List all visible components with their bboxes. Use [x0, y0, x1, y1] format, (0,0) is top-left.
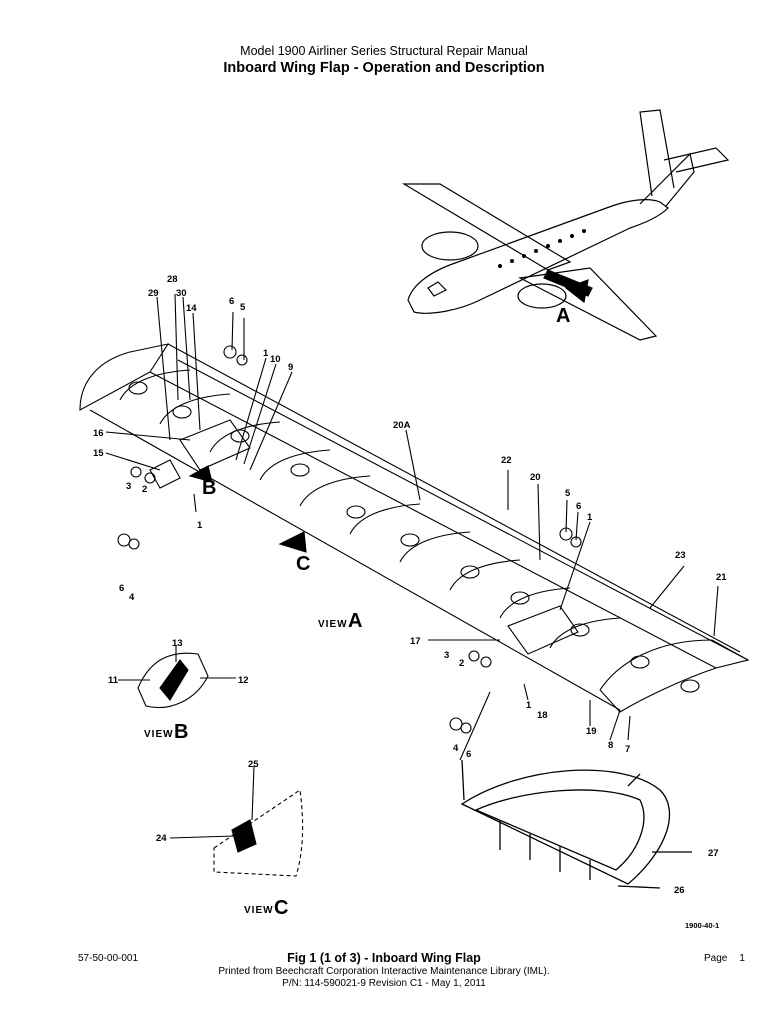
callout-6-left: 6	[119, 583, 124, 594]
view-c-word: VIEW	[244, 905, 274, 916]
page-number: 1	[739, 953, 745, 964]
callout-22: 22	[501, 455, 512, 466]
callout-17: 17	[410, 636, 421, 647]
callout-20a: 20A	[393, 420, 411, 431]
callout-4-right: 4	[453, 743, 459, 754]
callout-1-right: 1	[526, 700, 532, 711]
callout-4-left: 4	[129, 592, 135, 603]
callout-19: 19	[586, 726, 597, 737]
callout-11: 11	[108, 675, 119, 686]
printed-from-note: Printed from Beechcraft Corporation Inte…	[218, 966, 550, 977]
callout-3-left: 3	[126, 481, 131, 492]
callout-6-right: 6	[466, 749, 471, 760]
callout-5-mid: 5	[565, 488, 571, 499]
figure-caption: Fig 1 (1 of 3) - Inboard Wing Flap	[287, 951, 481, 965]
callout-15: 15	[93, 448, 104, 459]
callout-25: 25	[248, 759, 259, 770]
callout-14: 14	[186, 303, 197, 314]
flap-assembly-drawing	[79, 293, 750, 761]
view-b-word: VIEW	[144, 729, 174, 740]
airplane-drawing	[401, 109, 730, 341]
callout-21: 21	[716, 572, 727, 583]
arrow-label-a: A	[556, 305, 570, 327]
callout-28: 28	[167, 274, 178, 285]
callout-10: 10	[270, 354, 281, 365]
view-c-letter: C	[274, 897, 288, 919]
callout-5-top: 5	[240, 302, 246, 313]
section-title: Inboard Wing Flap - Operation and Descri…	[223, 60, 545, 76]
view-a-letter: A	[348, 610, 362, 632]
callout-9: 9	[288, 362, 293, 373]
callout-7: 7	[625, 744, 630, 755]
callout-3-right: 3	[444, 650, 449, 661]
drawing-id: 1900-40-1	[685, 921, 719, 930]
callout-16: 16	[93, 428, 104, 439]
flap-end-view	[460, 759, 692, 889]
callout-1-mid: 1	[587, 512, 593, 523]
callout-20: 20	[530, 472, 541, 483]
callout-2-right: 2	[459, 658, 464, 669]
callout-6-mid: 6	[576, 501, 581, 512]
callout-1-top: 1	[263, 348, 269, 359]
callout-13: 13	[172, 638, 183, 649]
callout-6-top: 6	[229, 296, 234, 307]
callout-27: 27	[708, 848, 719, 859]
page-indicator: Page 1	[704, 953, 745, 964]
callout-8: 8	[608, 740, 613, 751]
view-a-word: VIEW	[318, 619, 348, 630]
view-b-detail	[118, 646, 236, 708]
callout-30: 30	[176, 288, 187, 299]
callout-26: 26	[674, 885, 685, 896]
view-b-letter: B	[174, 721, 188, 743]
callout-1-left: 1	[197, 520, 203, 531]
part-number: P/N: 114-590021-9 Revision C1 - May 1, 2…	[282, 978, 486, 989]
doc-number: 57-50-00-001	[78, 953, 139, 964]
page-label: Page	[704, 953, 728, 964]
arrow-label-c: C	[296, 553, 310, 575]
callout-18: 18	[537, 710, 548, 721]
callout-2-left: 2	[142, 484, 147, 495]
callout-29: 29	[148, 288, 159, 299]
callout-24: 24	[156, 833, 167, 844]
callout-12: 12	[238, 675, 249, 686]
callout-23: 23	[675, 550, 686, 561]
arrow-label-b: B	[202, 477, 216, 499]
manual-title: Model 1900 Airliner Series Structural Re…	[240, 44, 528, 58]
view-c-detail	[169, 765, 304, 877]
